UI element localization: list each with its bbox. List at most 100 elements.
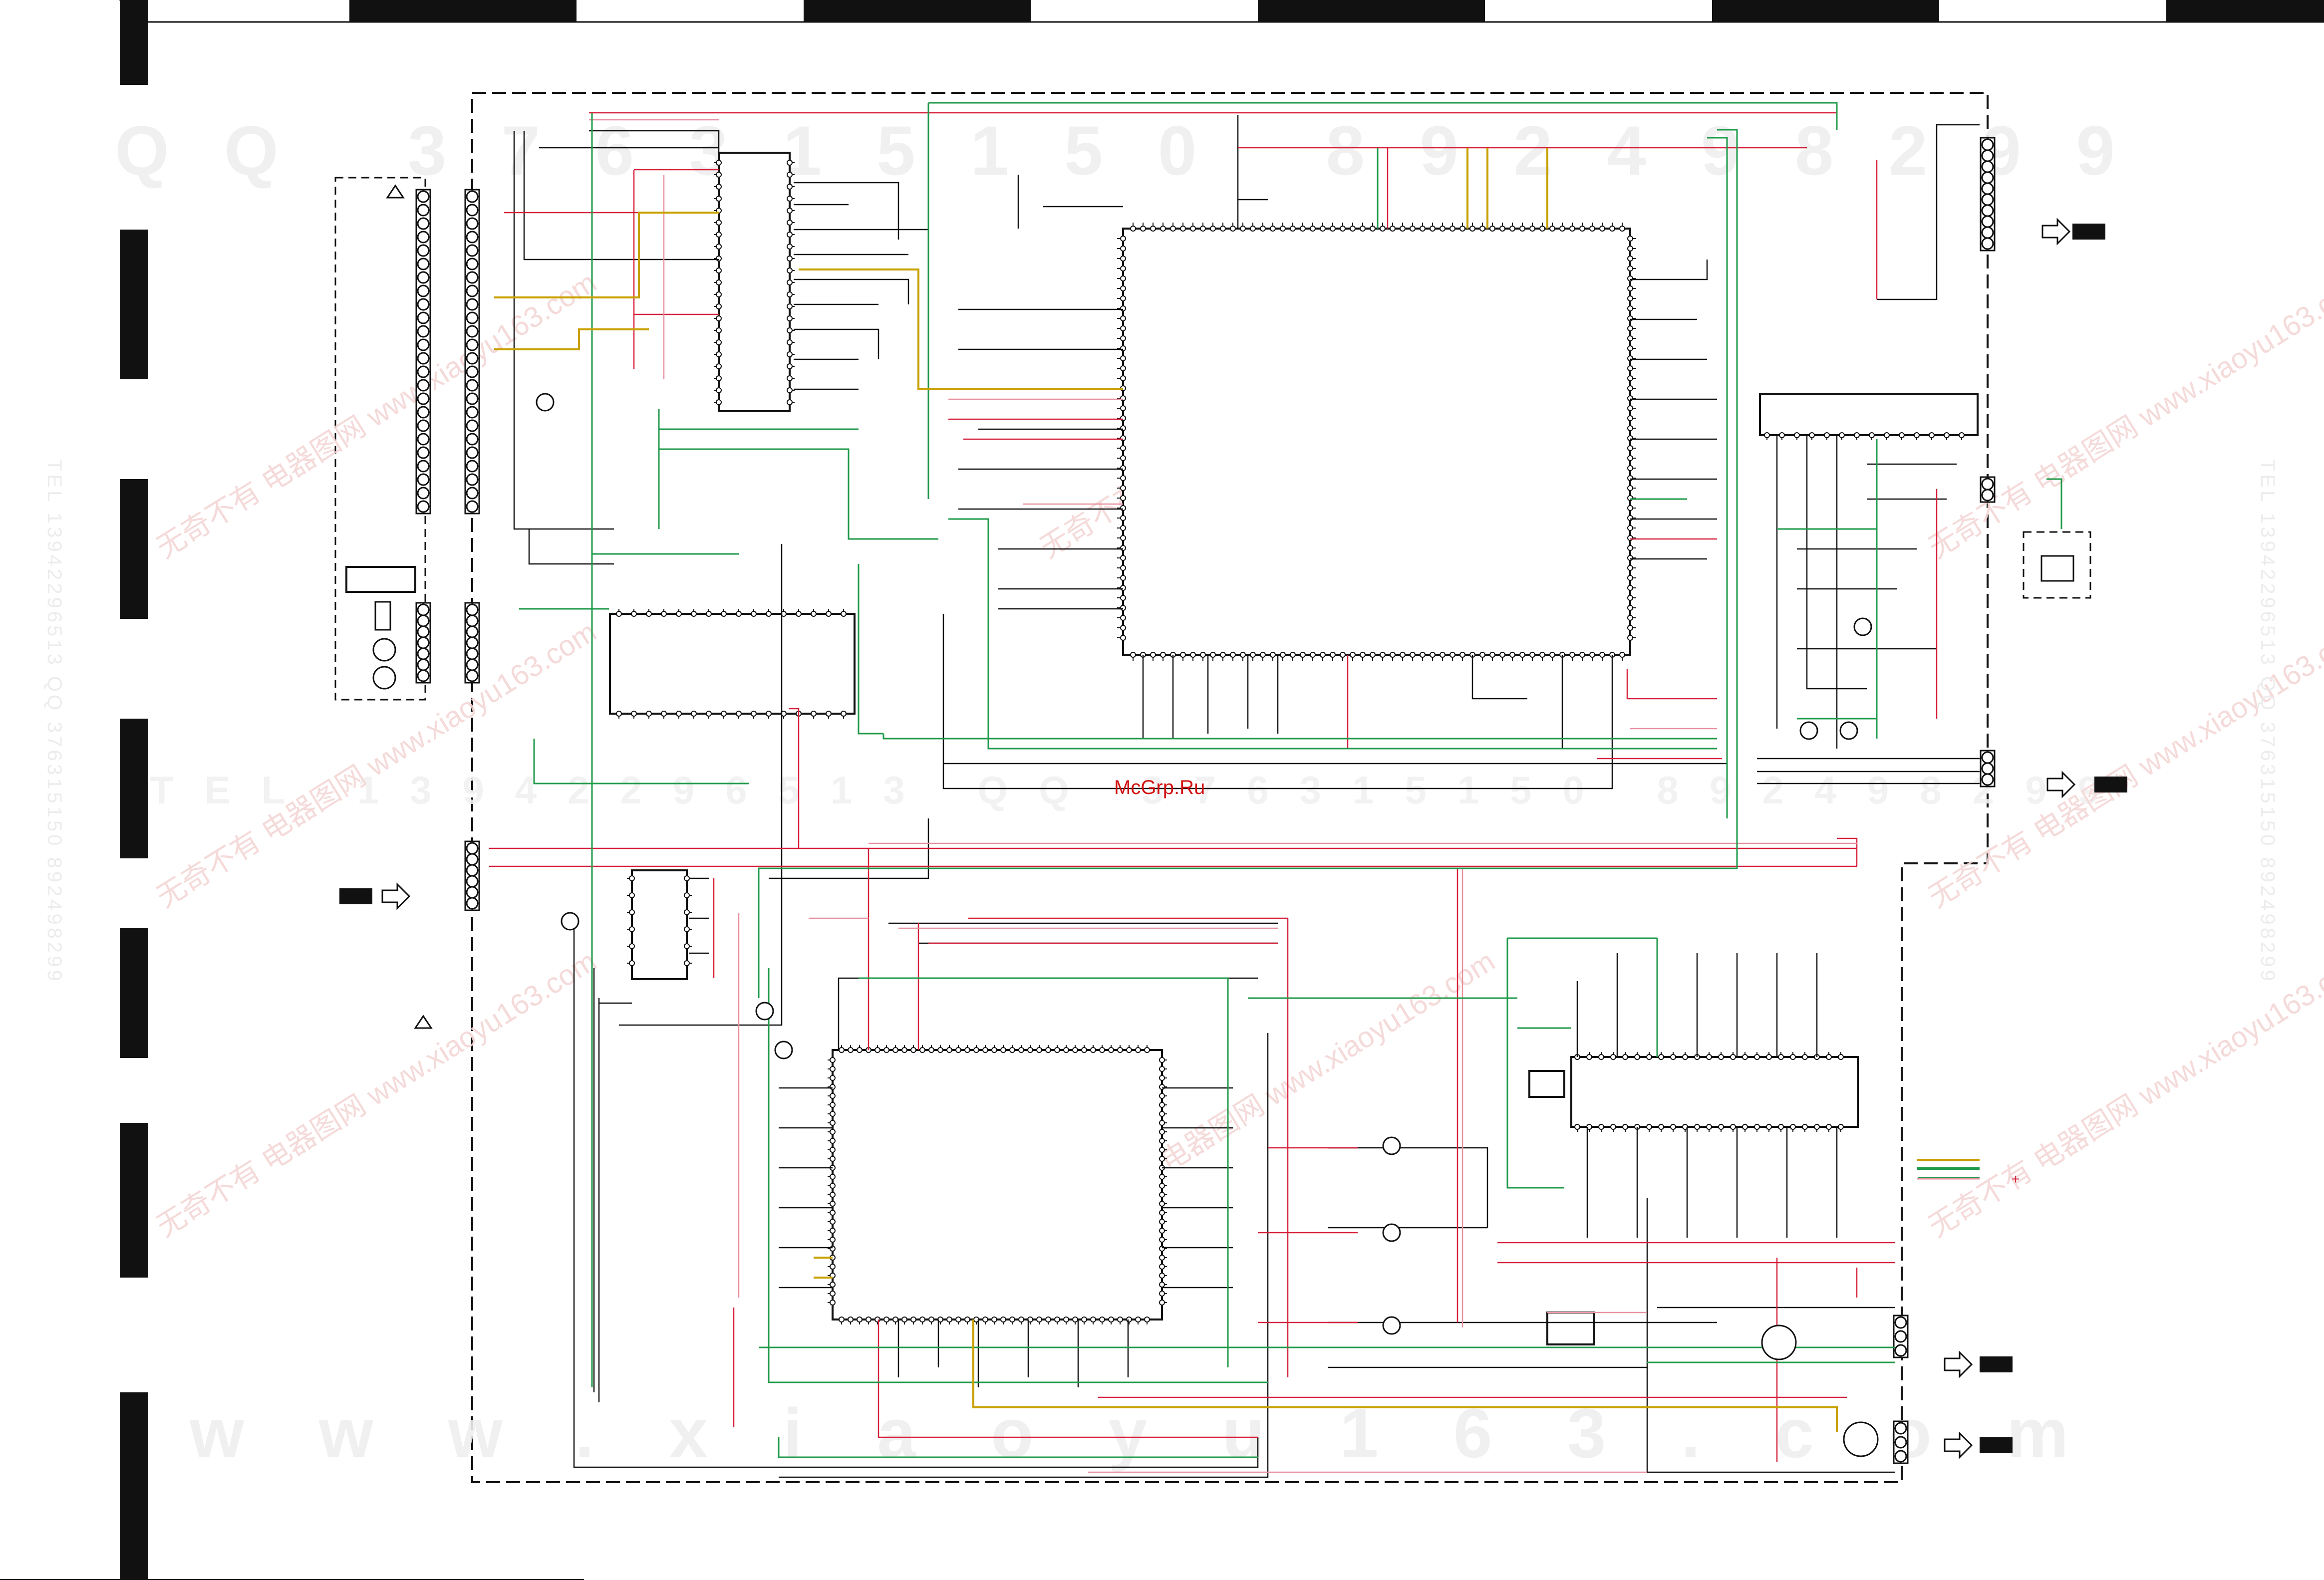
ic-pin-dot bbox=[1117, 1317, 1123, 1322]
ic-pin-dot bbox=[1120, 295, 1126, 301]
ic-pin-dot bbox=[787, 291, 793, 297]
connector-pin bbox=[417, 658, 430, 671]
connector-pin bbox=[466, 284, 479, 297]
ic-pin-dot bbox=[1120, 236, 1126, 242]
ic-pin-dot bbox=[811, 711, 817, 717]
ic-pin-dot bbox=[1682, 1054, 1688, 1060]
ic-pin-dot bbox=[830, 1093, 836, 1099]
connector-pin bbox=[466, 311, 479, 324]
connector-pin bbox=[1894, 1436, 1907, 1449]
ic-pin-dot bbox=[1627, 585, 1633, 591]
ic-pin-dot bbox=[1400, 652, 1406, 658]
ic-pin-dot bbox=[691, 711, 697, 717]
connector-tag bbox=[339, 882, 411, 910]
ic-pin-dot bbox=[684, 926, 690, 932]
ic-pin-dot bbox=[629, 875, 635, 881]
ic-pin-dot bbox=[787, 387, 793, 393]
tag-label-box bbox=[2072, 224, 2105, 240]
connector-pin bbox=[417, 392, 430, 405]
connector-housing bbox=[415, 189, 431, 515]
ic-pin-dot bbox=[1140, 226, 1146, 232]
ic-pin-dot bbox=[1627, 325, 1633, 331]
ic-pin-dot bbox=[866, 1317, 872, 1322]
ic-pin-dot bbox=[1569, 652, 1575, 658]
connector-pin bbox=[417, 325, 430, 338]
ic-pin-dot bbox=[1790, 1054, 1796, 1060]
ic-pin-dot bbox=[616, 711, 622, 717]
ic-pin-dot bbox=[787, 208, 793, 214]
ic-pin-dot bbox=[716, 363, 722, 369]
ic-pin-dot bbox=[706, 611, 712, 617]
ic-pin-dot bbox=[1120, 495, 1126, 501]
tag-arrow-icon bbox=[2041, 218, 2071, 246]
ic-pin-dot bbox=[1519, 652, 1525, 658]
ic-pin-dot bbox=[1410, 652, 1416, 658]
ic-pin-dot bbox=[1045, 1047, 1051, 1053]
ic-pin-dot bbox=[1869, 432, 1875, 438]
ic-pin-dot bbox=[787, 339, 793, 345]
ic-pin-dot bbox=[1120, 615, 1126, 621]
ic-pin-dot bbox=[1120, 395, 1126, 401]
ic-pin-dot bbox=[1627, 335, 1633, 341]
ic-pin-dot bbox=[1627, 445, 1633, 451]
ic-pin-dot bbox=[1120, 445, 1126, 451]
ic-pin-dot bbox=[1459, 652, 1465, 658]
ic-pin-dot bbox=[830, 1174, 836, 1180]
ic-pin-dot bbox=[811, 611, 817, 617]
connector-pin bbox=[417, 406, 430, 419]
ic-pin-dot bbox=[1120, 275, 1126, 281]
ic-pin-dot bbox=[1627, 405, 1633, 411]
ic-pin-dot bbox=[1884, 432, 1890, 438]
ic-pin-dot bbox=[1310, 226, 1316, 232]
ic-pin-dot bbox=[857, 1047, 863, 1053]
connector-pin bbox=[417, 446, 430, 459]
motor-1 bbox=[1761, 1324, 1797, 1360]
ic-pin-dot bbox=[830, 1120, 836, 1126]
ic-pin-dot bbox=[1210, 226, 1216, 232]
ic-pin-dot bbox=[1159, 1093, 1165, 1099]
connector-pin bbox=[1981, 138, 1994, 151]
ic-pin-dot bbox=[1622, 1054, 1628, 1060]
ic-pin-dot bbox=[1627, 415, 1633, 421]
ic-pin-dot bbox=[1627, 265, 1633, 271]
wires-black bbox=[513, 115, 1980, 1478]
ic-pin-dot bbox=[721, 611, 727, 617]
ic-pin-dot bbox=[1627, 246, 1633, 252]
ic-pin-dot bbox=[1120, 315, 1126, 321]
ic-pin-dot bbox=[1742, 1054, 1748, 1060]
ic-pin-dot bbox=[1627, 525, 1633, 531]
ic-pin-dot bbox=[716, 267, 722, 273]
ic-pin-dot bbox=[830, 1147, 836, 1153]
ic-pin-dot bbox=[1400, 226, 1406, 232]
ic-main-processor bbox=[1122, 228, 1631, 656]
ic-pin-dot bbox=[1718, 1054, 1724, 1060]
tag-label-box bbox=[1980, 1437, 2013, 1453]
wire-color-legend: + bbox=[1917, 1159, 2020, 1187]
motor-2 bbox=[1843, 1421, 1879, 1457]
ic-pin-dot bbox=[684, 875, 690, 881]
ic-pin-dot bbox=[1610, 1054, 1616, 1060]
ic-pin-dot bbox=[1135, 1047, 1141, 1053]
ic-pin-dot bbox=[1627, 435, 1633, 441]
ic-pin-dot bbox=[830, 1057, 836, 1063]
ic-pin-dot bbox=[910, 1317, 916, 1322]
connector-pin bbox=[417, 636, 430, 649]
ic-pin-dot bbox=[826, 611, 832, 617]
ic-pin-dot bbox=[1509, 226, 1515, 232]
ic-pin-dot bbox=[830, 1282, 836, 1288]
ic-pin-dot bbox=[716, 291, 722, 297]
ic-pin-dot bbox=[1549, 652, 1555, 658]
ic-pin-dot bbox=[1160, 226, 1166, 232]
ic-pin-dot bbox=[982, 1317, 988, 1322]
ic-pin-dot bbox=[736, 611, 742, 617]
ic-pin-dot bbox=[1230, 652, 1236, 658]
ic-pin-dot bbox=[691, 611, 697, 617]
transistor bbox=[561, 912, 580, 931]
ic-pin-dot bbox=[1670, 1054, 1676, 1060]
ic-pin-dot bbox=[1120, 515, 1126, 521]
ic-pin-dot bbox=[883, 1317, 889, 1322]
connector-tag bbox=[2041, 218, 2105, 246]
left-label-box bbox=[345, 566, 416, 593]
ic-pin-dot bbox=[787, 399, 793, 405]
ic-pin-dot bbox=[1159, 1300, 1165, 1306]
